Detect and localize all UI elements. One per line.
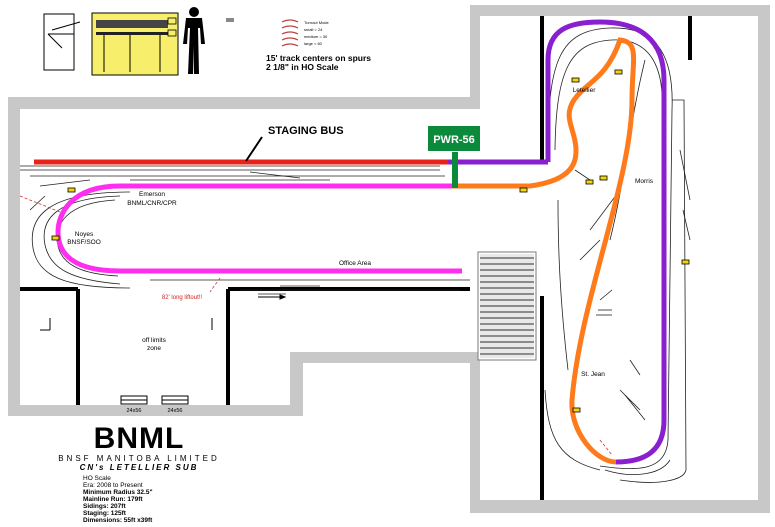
layout-title: BNML <box>93 422 185 455</box>
spacing-note: 15' track centers on spurs <box>266 53 371 63</box>
emerson-label: Emerson <box>139 191 165 198</box>
turnout-curves-icon <box>281 19 299 47</box>
morris-label: Morris <box>635 178 654 185</box>
title-block: BNML BNSF MANITOBA LIMITED CN's LETELLIE… <box>44 422 234 473</box>
power-district-sign: PWR-56 <box>428 126 480 188</box>
letellier-label: Letellier <box>573 87 597 94</box>
layout-subtitle: BNSF MANITOBA LIMITED <box>58 454 220 463</box>
industry-markers <box>51 69 690 413</box>
spec-scale: HO Scale <box>83 475 111 482</box>
spec-era: Era: 2008 to Present <box>83 482 143 489</box>
mainline-orange <box>452 37 637 465</box>
spec-staging: Staging: 125ft <box>83 510 126 517</box>
spec-sidings: Sidings: 207ft <box>83 503 126 510</box>
emerson-sub-label: BNML/CNR/CPR <box>127 200 177 207</box>
spec-dimensions: Dimensions: 55ft x39ft <box>83 517 153 524</box>
windows <box>120 395 189 405</box>
room-walls <box>8 5 770 513</box>
benchwork-edge-dashes <box>19 195 613 456</box>
person-silhouette-icon <box>183 7 205 74</box>
staging-bus-leader <box>245 136 263 162</box>
off-limits-label: off limits <box>142 337 166 344</box>
staging-bus-label: STAGING BUS <box>268 125 344 137</box>
curve-label-2: medium = 30 <box>304 34 328 39</box>
off-limits-zone-label: zone <box>147 345 161 352</box>
window-2-label: 24x56 <box>168 408 183 414</box>
spec-radius: Minimum Radius 32.5" <box>83 489 153 496</box>
spec-mainline: Mainline Run: 179ft <box>83 496 143 503</box>
mainline-magenta <box>55 183 462 274</box>
direction-arrows <box>258 294 287 300</box>
curve-label-0: Turnout Mode <box>304 20 330 25</box>
noyes-label: Noyes <box>75 231 94 238</box>
noyes-sub-label: BNSF/SOO <box>67 239 101 246</box>
power-district-label: PWR-56 <box>433 134 475 146</box>
staircase <box>477 251 537 361</box>
liftout-label: 82' long liftout!! <box>162 295 203 301</box>
scale-note: 2 1/8" in HO Scale <box>266 62 339 72</box>
curve-label-1: small = 24 <box>304 27 323 32</box>
window-1-label: 24x56 <box>127 408 142 414</box>
mainline-purple <box>545 19 667 465</box>
door-markers <box>40 318 213 331</box>
cross-section-inset: Turnout Mode small = 24 medium = 30 larg… <box>43 7 330 76</box>
curve-label-3: large = 60 <box>304 41 323 46</box>
interior-walls <box>20 16 692 500</box>
office-area-label: Office Area <box>339 260 371 267</box>
layout-specs: HO Scale Era: 2008 to Present Minimum Ra… <box>83 475 223 524</box>
st-jean-label: St. Jean <box>581 371 605 378</box>
layout-subtitle-2: CN's LETELLIER SUB <box>79 463 199 472</box>
